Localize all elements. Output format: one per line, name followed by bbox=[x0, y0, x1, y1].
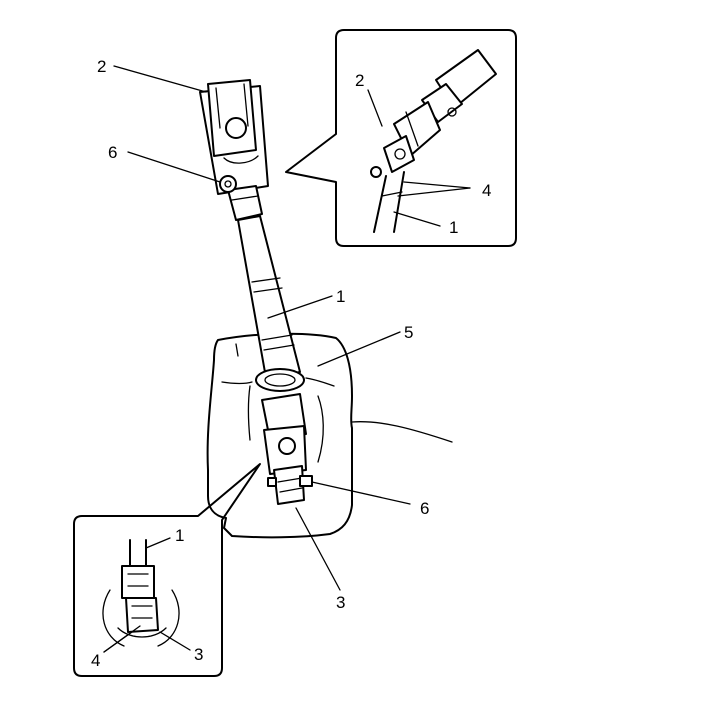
main-callouts: 2 6 1 5 6 3 bbox=[97, 57, 429, 612]
inset-callout-3: 3 bbox=[194, 645, 203, 664]
lower-universal-joint bbox=[261, 393, 313, 505]
upper-universal-joint bbox=[199, 79, 269, 221]
upper-detail-inset bbox=[285, 29, 517, 247]
callout-3-lower-joint: 3 bbox=[336, 593, 345, 612]
floor-panel bbox=[206, 332, 453, 539]
lower-inset-callouts: 1 4 3 bbox=[91, 526, 203, 670]
upper-inset-callouts: 2 4 1 bbox=[355, 71, 491, 237]
callout-5-floor-panel: 5 bbox=[404, 323, 413, 342]
steering-shaft bbox=[237, 215, 305, 392]
inset-callout-4: 4 bbox=[482, 181, 491, 200]
callout-6-upper-bolt: 6 bbox=[108, 143, 117, 162]
main-leader-lines bbox=[113, 65, 411, 591]
callout-6-lower-bolt: 6 bbox=[420, 499, 429, 518]
inset-callout-4: 4 bbox=[91, 651, 100, 670]
callout-2-upper-joint: 2 bbox=[97, 57, 106, 76]
inset-callout-1: 1 bbox=[449, 218, 458, 237]
callout-1-shaft: 1 bbox=[336, 287, 345, 306]
lower-detail-inset bbox=[73, 463, 261, 677]
inset-callout-2: 2 bbox=[355, 71, 364, 90]
inset-callout-1: 1 bbox=[175, 526, 184, 545]
